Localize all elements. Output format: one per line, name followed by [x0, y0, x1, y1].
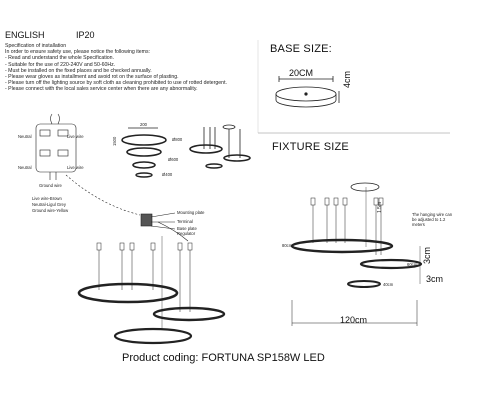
drop-note: The hanging wire can be adjusted to 1.2 …: [412, 212, 453, 227]
base-plate-label: Base plate: [177, 226, 197, 231]
spec-item: - Suitable for the use of 220-240V and 5…: [5, 61, 116, 68]
fixture-drawing-left: [77, 236, 226, 345]
spec-item: - Please connect with the local sales se…: [5, 86, 198, 93]
gap-upper-label: 3cm: [422, 246, 432, 264]
spec-item: - Please turn off the lighting source by…: [5, 80, 227, 87]
language-label: ENGLISH: [5, 30, 45, 40]
drop-length-label: 1.5m: [377, 201, 383, 213]
spec-title: Specification of installation: [5, 43, 67, 49]
base-size-title: BASE SIZE:: [270, 43, 332, 55]
mini-dim-200: 200: [140, 122, 147, 127]
live-wire-label: Live wire: [67, 134, 84, 139]
spec-intro: In order to ensure safety use, please no…: [5, 49, 151, 56]
regulator-label: Regulator: [177, 231, 196, 236]
ring-small-label: 40cm: [383, 282, 394, 287]
fixture-size-title: FIXTURE SIZE: [272, 141, 349, 153]
neutral-label: Neutral: [18, 134, 32, 139]
fixture-drawing: [290, 182, 423, 326]
neutral-label-2: Neutral: [18, 165, 32, 170]
ground-wire-label: Ground wire: [39, 183, 62, 188]
mini-dia-800: Ø800: [172, 137, 183, 142]
gap-lower-label: 3cm: [426, 274, 444, 284]
mounting-plate-label: Mounting plate: [177, 210, 205, 215]
mini-dia-600: Ø600: [168, 157, 179, 162]
base-width-label: 20CM: [289, 68, 314, 78]
live-wire-label-2: Live wire: [67, 165, 84, 170]
wire-color-neutral: Neutral-Ligul Grey: [32, 202, 66, 207]
wire-color-live: Live wire-Brown: [32, 196, 62, 201]
mini-dia-400: Ø400: [162, 172, 173, 177]
ring-medium-label: 60cm: [407, 262, 418, 267]
wire-colors: Live wire-Brown Neutral-Ligul Grey Groun…: [32, 196, 68, 214]
total-width-label: 120cm: [340, 315, 368, 325]
wire-color-ground: Ground wire-Yellow: [32, 208, 69, 213]
spec-item: - Must be installed on the fixed places …: [5, 67, 152, 74]
ip-rating: IP20: [76, 30, 95, 40]
wiring-diagram: [35, 113, 141, 216]
terminal-label: Terminal: [177, 219, 193, 224]
spec-block: Specification of installation In order t…: [5, 43, 260, 93]
spec-item: - Read and understand the whole Specific…: [5, 55, 115, 62]
mini-ring-illustration: [121, 124, 251, 178]
mounting-detail: [140, 212, 189, 242]
product-coding: Product coding: FORTUNA SP158W LED: [122, 352, 325, 364]
spec-item: - Please wear gloves as installment and …: [5, 74, 179, 81]
mini-dim-1500: 1500: [112, 136, 117, 146]
base-plate-drawing: [275, 76, 340, 108]
ring-large-label: 80cm: [282, 243, 293, 248]
